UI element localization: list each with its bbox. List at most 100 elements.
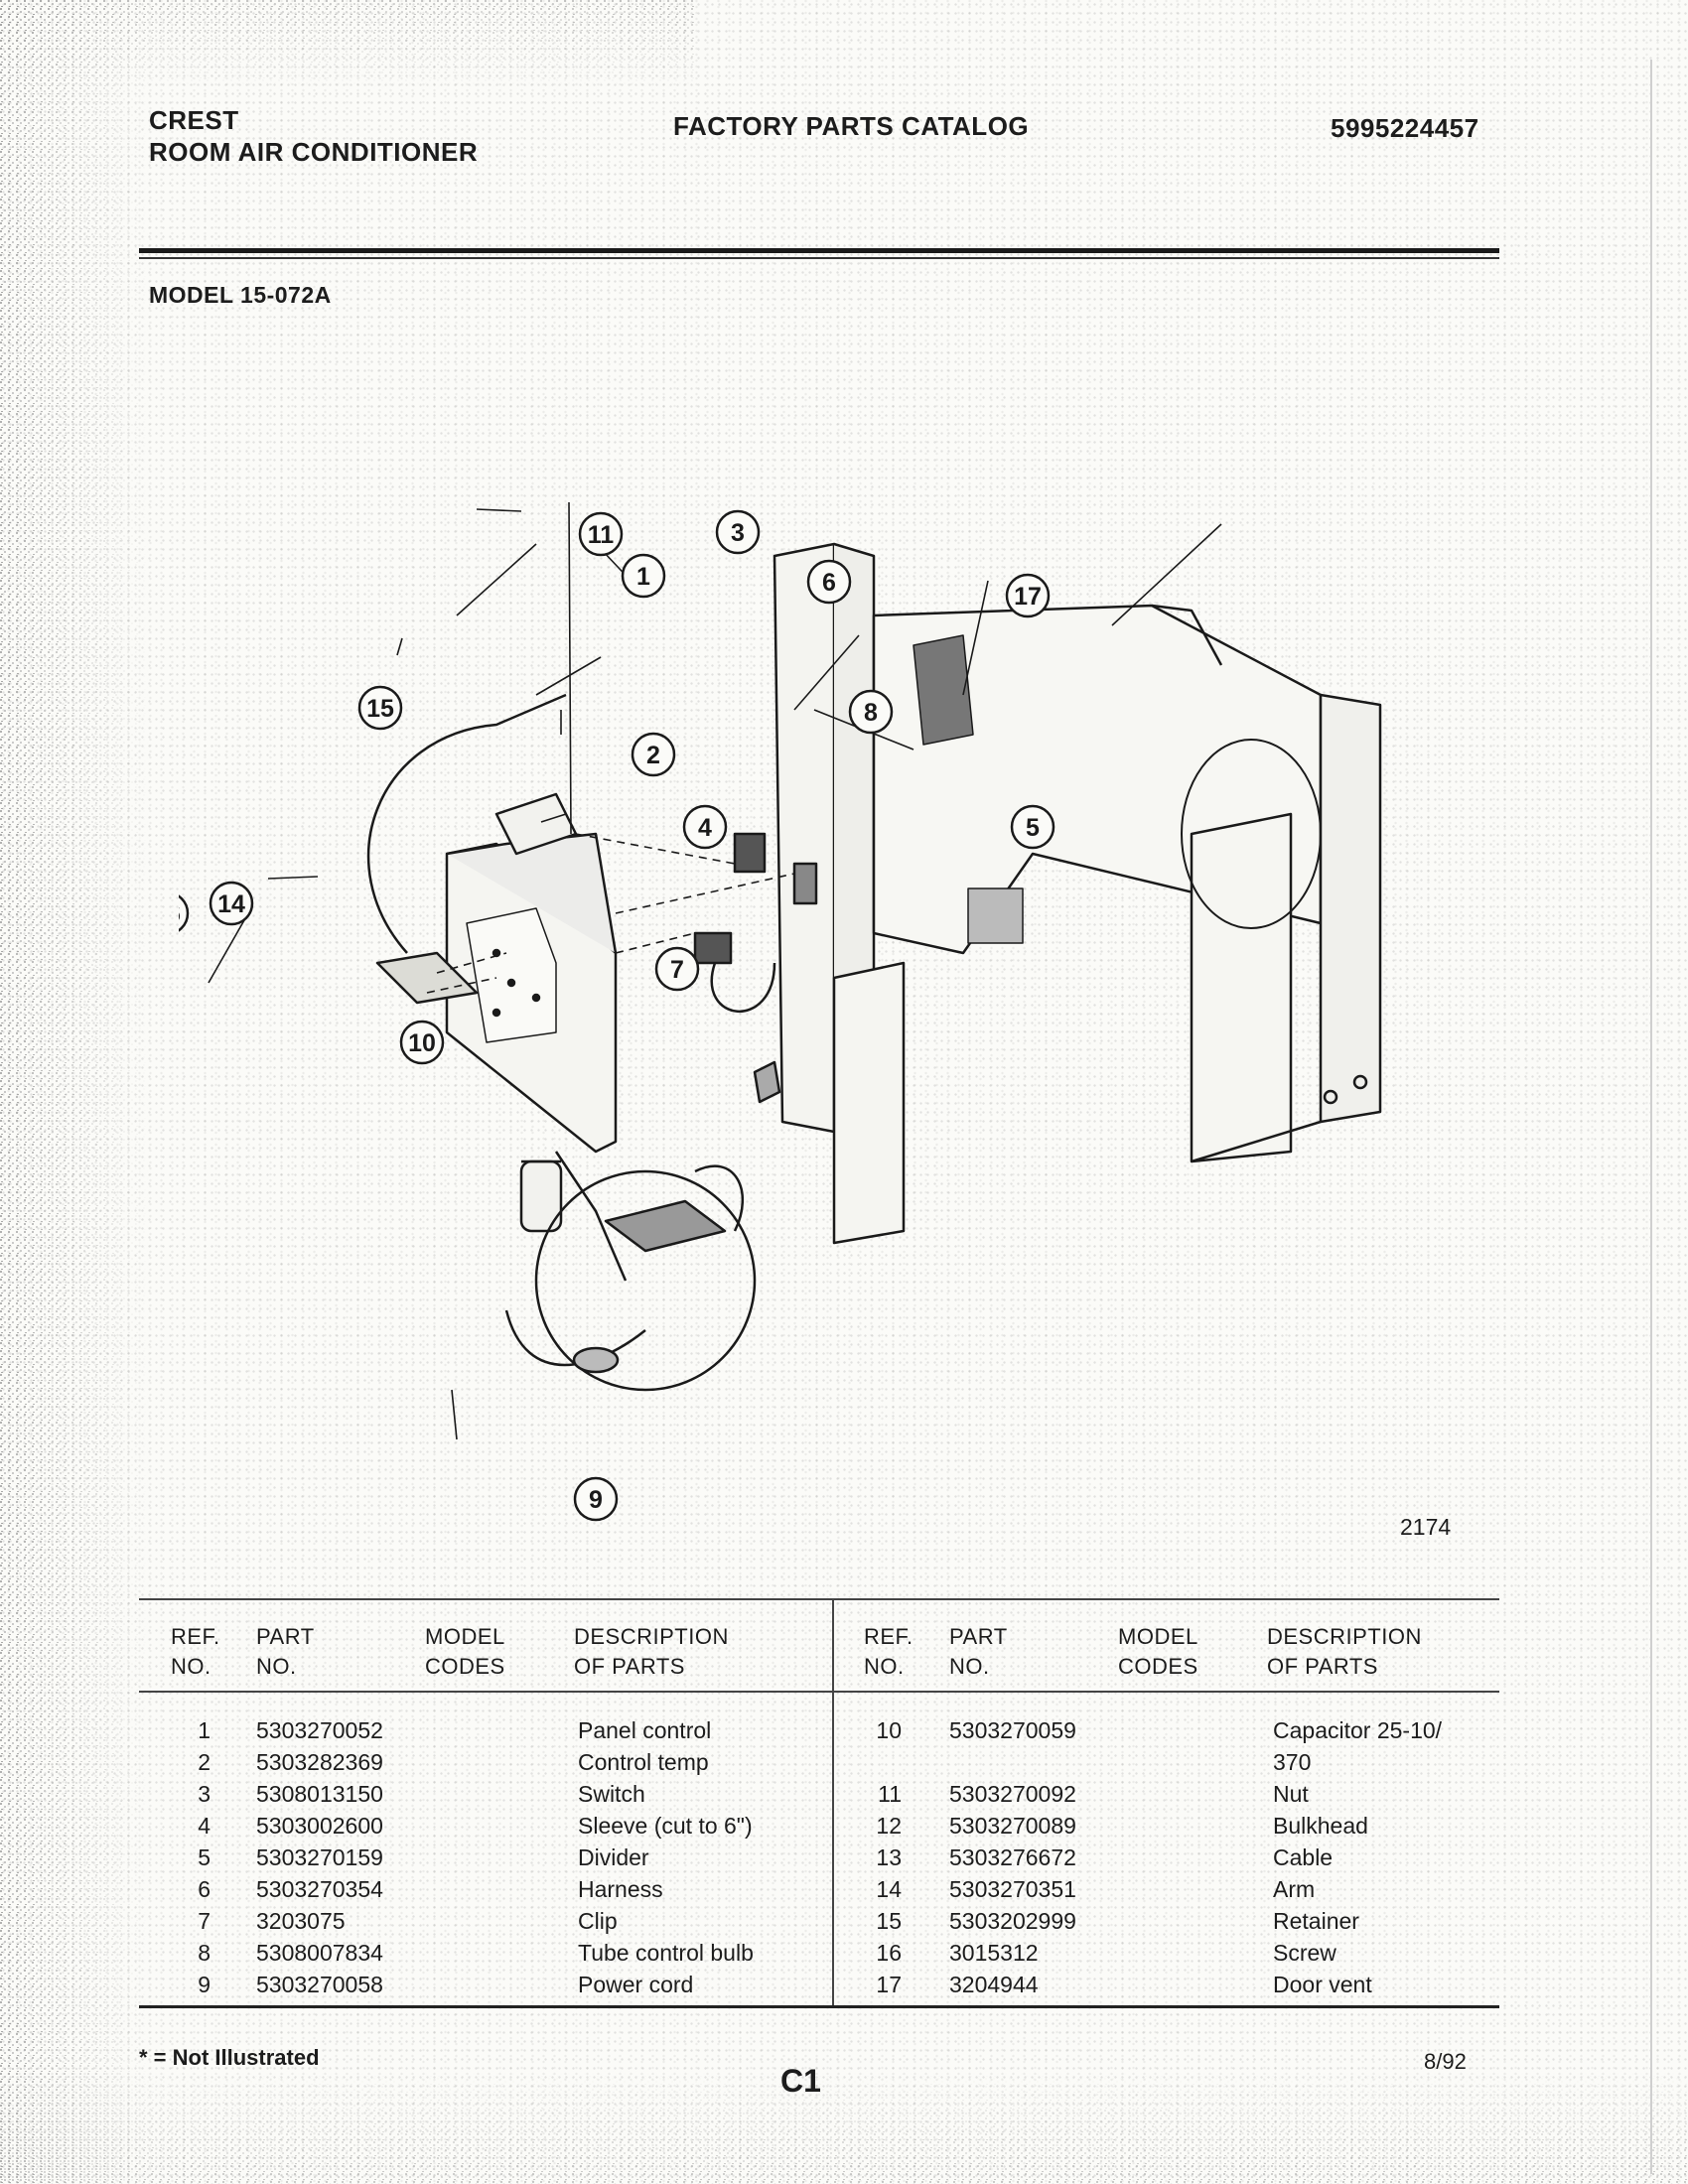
part-ref-no: 1	[198, 1717, 211, 1743]
table-top-rule	[139, 1598, 1499, 1600]
part-number: 5308007834	[256, 1940, 383, 1966]
part-number: 5303276672	[949, 1844, 1076, 1870]
svg-text:8: 8	[864, 699, 878, 727]
small-parts	[519, 832, 818, 1233]
header-ref-no: REF.NO.	[171, 1624, 220, 1679]
table-row: 8 5308007834 Tube control bulb	[0, 1940, 1688, 1972]
part-number: 5303002600	[256, 1813, 383, 1839]
callout-11: 11	[578, 511, 624, 557]
part-ref-no: 10	[876, 1717, 902, 1743]
svg-text:16: 16	[179, 900, 181, 928]
part-number: 3204944	[949, 1972, 1039, 1997]
power-cord-detail	[504, 1151, 757, 1392]
table-row: 14 5303270351 Arm	[0, 1876, 1688, 1908]
part-number: 5303270089	[949, 1813, 1076, 1839]
part-description: Clip	[578, 1908, 618, 1934]
part-number: 5308013150	[256, 1781, 383, 1807]
model-number: MODEL 15-072A	[149, 282, 332, 308]
callout-1: 1	[621, 553, 666, 599]
svg-text:3: 3	[731, 519, 745, 547]
page-identifier: C1	[780, 2063, 821, 2099]
callout-7: 7	[654, 946, 700, 992]
svg-text:17: 17	[1014, 583, 1042, 611]
table-row: 4 5303002600 Sleeve (cut to 6")	[0, 1813, 1688, 1844]
svg-text:15: 15	[366, 695, 394, 723]
part-ref-no: 13	[876, 1844, 902, 1870]
header-ref-no-right: REF.NO.	[864, 1624, 914, 1679]
svg-text:6: 6	[822, 569, 836, 597]
part-ref-no: 15	[876, 1908, 902, 1934]
callout-6: 6	[806, 559, 852, 605]
callout-8: 8	[848, 689, 894, 735]
part-number: 5303270354	[256, 1876, 383, 1902]
svg-text:5: 5	[1026, 814, 1040, 842]
part-ref-no: 11	[878, 1781, 902, 1807]
table-row: 13 5303276672 Cable	[0, 1844, 1688, 1876]
part-description: Capacitor 25-10/	[1273, 1717, 1443, 1743]
table-center-divider	[832, 1600, 834, 2007]
callout-9: 9	[573, 1476, 619, 1522]
not-illustrated-note: * = Not Illustrated	[139, 2045, 320, 2070]
part-ref-no: 4	[198, 1813, 211, 1839]
svg-text:10: 10	[408, 1029, 436, 1057]
part-number: 5303270159	[256, 1844, 383, 1870]
part-description: Tube control bulb	[578, 1940, 754, 1966]
part-description: Power cord	[578, 1972, 694, 1997]
svg-text:7: 7	[670, 956, 684, 984]
bracket-and-arm	[366, 693, 578, 1005]
header-rule-thin	[139, 257, 1499, 259]
product-name: ROOM AIR CONDITIONER	[149, 137, 479, 167]
table-bottom-rule	[139, 2005, 1499, 2008]
svg-text:11: 11	[588, 521, 615, 549]
part-description: Screw	[1273, 1940, 1336, 1966]
scan-edge-noise-top	[0, 0, 695, 89]
part-description: Cable	[1273, 1844, 1334, 1870]
brand-name: CREST	[149, 105, 239, 135]
part-number: 5303270092	[949, 1781, 1076, 1807]
callout-5: 5	[1010, 804, 1055, 850]
svg-text:2: 2	[646, 742, 660, 769]
part-ref-no: 12	[876, 1813, 902, 1839]
table-header-rule	[139, 1691, 1499, 1693]
part-description: Arm	[1273, 1876, 1316, 1902]
control-panel-box	[445, 832, 618, 1154]
part-ref-no: 7	[198, 1908, 211, 1934]
part-number: 5303270351	[949, 1876, 1076, 1902]
part-ref-no: 14	[876, 1876, 902, 1902]
part-description: Sleeve (cut to 6")	[578, 1813, 753, 1839]
part-ref-no: 5	[198, 1844, 211, 1870]
part-number: 3015312	[949, 1940, 1039, 1966]
callout-2: 2	[631, 732, 676, 777]
part-number: 5303270052	[256, 1717, 383, 1743]
callout-10: 10	[399, 1020, 445, 1065]
svg-text:9: 9	[589, 1486, 603, 1514]
figure-number: 2174	[1400, 1514, 1452, 1540]
part-number: 5303202999	[949, 1908, 1076, 1934]
part-description: Control temp	[578, 1749, 709, 1775]
part-description-continued: 370	[1273, 1749, 1312, 1775]
scan-edge-noise	[0, 0, 149, 2184]
divider-panel	[832, 961, 906, 1245]
callout-3: 3	[715, 509, 761, 555]
part-ref-no: 3	[198, 1781, 211, 1807]
exploded-parts-diagram: 12 11 3 1 6 17 15 8 2 4 5 16 14 7 10 9	[179, 501, 1382, 1522]
part-ref-no: 8	[198, 1940, 211, 1966]
part-description: Harness	[578, 1876, 663, 1902]
revision-date: 8/92	[1424, 2049, 1467, 2074]
scan-edge-noise-bottom	[0, 2070, 1688, 2184]
svg-text:4: 4	[698, 814, 712, 842]
callout-16: 16	[179, 894, 190, 932]
